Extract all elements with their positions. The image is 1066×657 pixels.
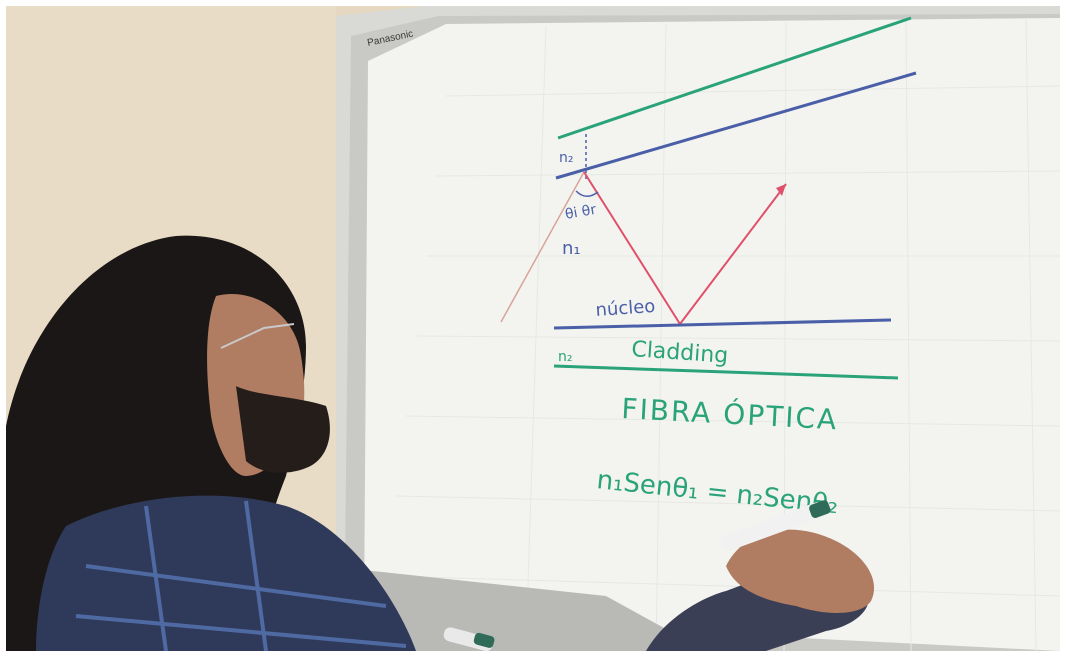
marker-tip (809, 500, 831, 519)
photo: Panasonic n₂ θi θr n₁ núcleo n₂ Cla (6, 6, 1060, 651)
green-upper-line (557, 16, 912, 140)
whiteboard-grid (385, 17, 1060, 651)
angle-arc (575, 190, 599, 197)
marker-cap (473, 632, 495, 648)
label-nucleo: núcleo (595, 296, 656, 321)
photo-scene: Panasonic n₂ θi θr n₁ núcleo n₂ Cla (6, 6, 1060, 651)
blue-upper-line (555, 71, 917, 180)
marker-tray (326, 566, 706, 651)
ray-arrowhead (776, 184, 786, 196)
blue-lower-line (553, 318, 892, 330)
incident-ray (500, 171, 585, 323)
label-n2-bottom: n₂ (558, 349, 573, 365)
green-lower-line (553, 364, 899, 380)
shirt-plaid (75, 500, 407, 651)
label-n2-top: n₂ (559, 150, 574, 166)
whiteboard-surface (364, 18, 1060, 651)
person-hand (726, 529, 875, 613)
person-glasses (220, 323, 295, 349)
person-shirt (36, 495, 416, 651)
label-n1: n₁ (562, 238, 581, 259)
marker-in-hand (719, 502, 825, 552)
label-angles: θi θr (564, 202, 598, 223)
person-beard (236, 386, 330, 473)
